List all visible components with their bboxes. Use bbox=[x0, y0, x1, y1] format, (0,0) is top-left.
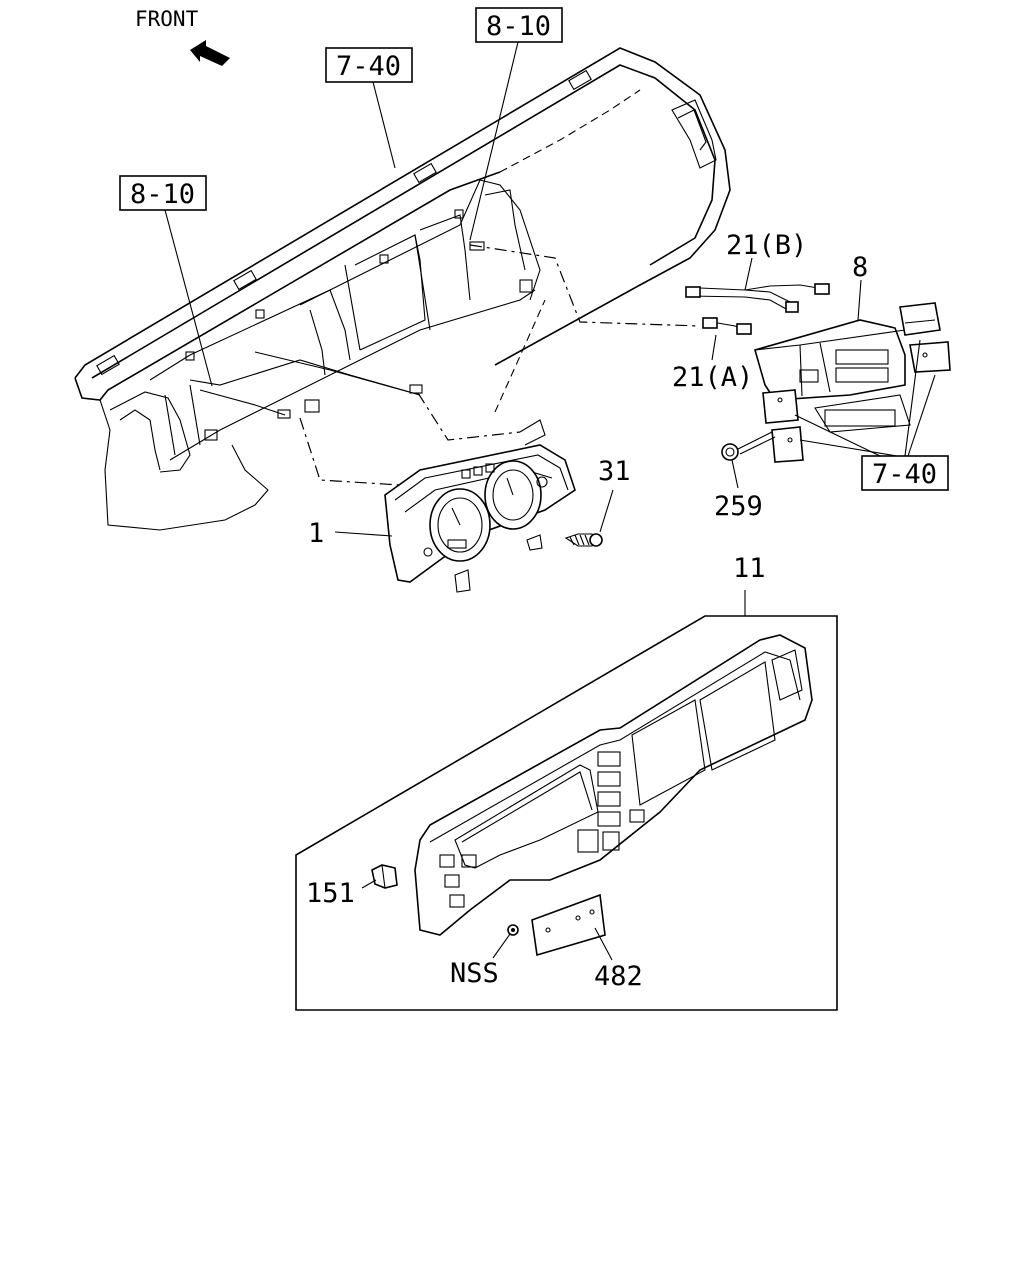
radio-unit-8 bbox=[754, 319, 911, 433]
instrument-cluster bbox=[384, 419, 576, 593]
screw-31 bbox=[564, 533, 603, 547]
ref-label-7-40-right: 7-40 bbox=[872, 459, 937, 490]
bolt-259 bbox=[721, 431, 776, 461]
ref-label-8-10-left: 8-10 bbox=[130, 179, 195, 210]
plate-482 bbox=[531, 893, 606, 957]
part-label-31: 31 bbox=[598, 456, 631, 487]
dashboard-panel bbox=[74, 47, 731, 531]
ref-box-7-40-top bbox=[325, 47, 413, 83]
ref-label-8-10-top: 8-10 bbox=[486, 11, 551, 42]
part-11-group-box bbox=[295, 615, 838, 1011]
ref-box-8-10-left bbox=[119, 175, 207, 211]
front-arrow-icon bbox=[190, 40, 230, 66]
part-label-11: 11 bbox=[733, 553, 766, 584]
part-label-482: 482 bbox=[594, 961, 643, 992]
brackets bbox=[762, 302, 951, 463]
part-label-151: 151 bbox=[306, 878, 355, 909]
ref-box-7-40-right bbox=[861, 455, 949, 491]
nut-nss bbox=[507, 924, 519, 936]
part-label-nss: NSS bbox=[450, 958, 499, 989]
instrument-trim-panel bbox=[414, 634, 813, 936]
part-label-21a: 21(A) bbox=[672, 362, 753, 393]
ref-box-8-10-top bbox=[475, 7, 563, 43]
front-label: FRONT bbox=[135, 7, 199, 31]
clip-151 bbox=[371, 864, 398, 889]
part-label-21b: 21(B) bbox=[726, 230, 807, 261]
harness-21b bbox=[685, 283, 830, 313]
part-label-259: 259 bbox=[714, 491, 763, 522]
harness-21a bbox=[702, 317, 752, 335]
part-label-8: 8 bbox=[852, 252, 868, 283]
ref-label-7-40-top: 7-40 bbox=[336, 51, 401, 82]
part-label-1: 1 bbox=[308, 518, 324, 549]
